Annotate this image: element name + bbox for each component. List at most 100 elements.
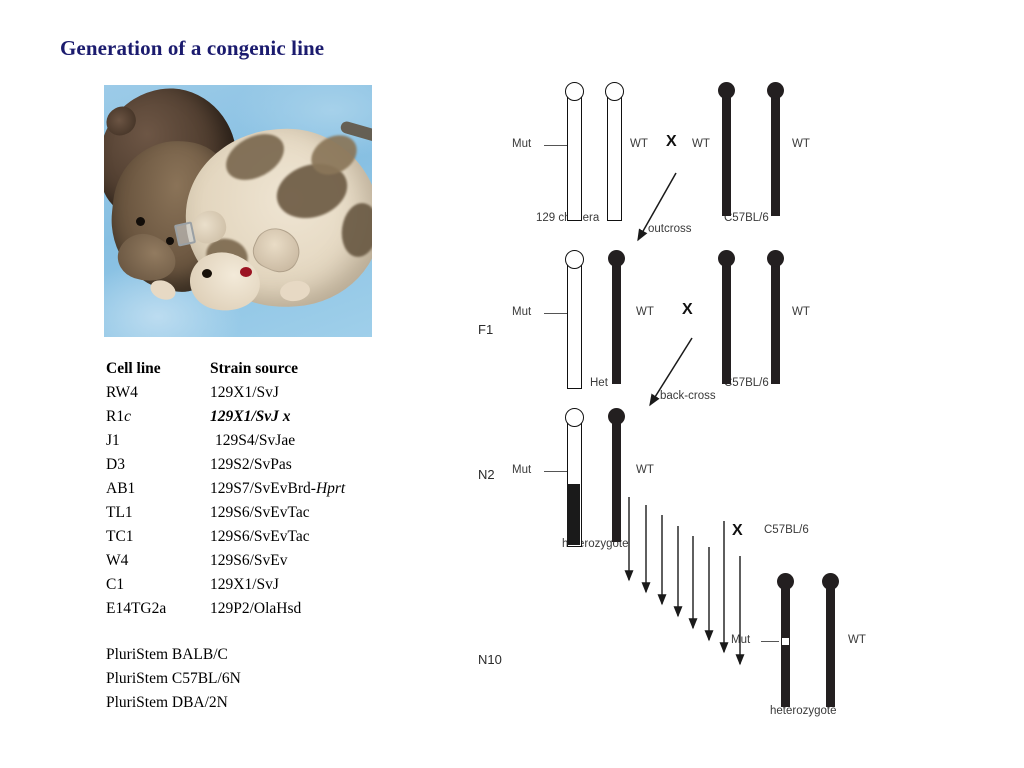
chromosome-arm — [826, 581, 835, 707]
chromosome-arm — [722, 90, 731, 216]
cell-line-value: TL1 — [106, 504, 133, 521]
cross-symbol: X — [682, 301, 693, 318]
allele-label-mut: Mut — [512, 464, 532, 476]
mut-locus-tick — [761, 641, 779, 642]
cell-line-value: AB1 — [106, 480, 136, 497]
chromosome-b6-segment — [567, 484, 580, 545]
table-row: C1 129X1/SvJ — [106, 576, 345, 600]
cell-line-value: W4 — [106, 552, 129, 569]
table-row: E14TG2a 129P2/OlaHsd — [106, 600, 345, 624]
cell-line-value: R1c — [106, 408, 131, 425]
strain-source-value: 129X1/SvJ x — [210, 408, 291, 425]
cell-line-value: RW4 — [106, 384, 138, 401]
list-item: PluriStem C57BL/6N — [106, 670, 241, 687]
mut-locus-marker — [782, 638, 789, 645]
outcross-label: outcross — [648, 223, 692, 235]
chromosome-centromere-icon — [822, 573, 839, 590]
agouti-mouse-eye — [136, 217, 145, 226]
chromosome-centromere-icon — [565, 82, 584, 101]
table-header-row: Cell line Strain source — [106, 360, 345, 384]
mut-locus-tick — [544, 471, 570, 472]
cross-symbol: X — [732, 522, 743, 539]
allele-label-wt: WT — [792, 138, 810, 150]
allele-label-mut: Mut — [731, 634, 751, 646]
group-label-c57bl6: C57BL/6 — [764, 524, 809, 536]
allele-label-wt: WT — [636, 464, 654, 476]
cell-line-table: Cell line Strain source RW4 129X1/SvJ R1… — [106, 360, 345, 624]
group-label-c57bl6: C57BL/6 — [724, 377, 769, 389]
backcross-label: back-cross — [660, 390, 716, 402]
table-row: TL1 129S6/SvEvTac — [106, 504, 345, 528]
cell-line-value: E14TG2a — [106, 600, 167, 617]
allele-label-wt: WT — [692, 138, 710, 150]
generation-label-n2: N2 — [478, 467, 495, 482]
group-label-het: Het — [590, 377, 608, 389]
mice-photograph — [104, 85, 372, 337]
table-row: R1c 129X1/SvJ x — [106, 408, 345, 432]
cell-line-value: TC1 — [106, 528, 134, 545]
list-item: PluriStem DBA/2N — [106, 694, 228, 711]
chromosome-arm — [612, 258, 621, 384]
chromosome-centromere-icon — [608, 408, 625, 425]
table-row: TC1 129S6/SvEvTac — [106, 528, 345, 552]
strain-source-value: 129S4/SvJae — [215, 432, 296, 449]
chromosome-arm — [567, 262, 582, 389]
allele-label-wt: WT — [636, 306, 654, 318]
cross-symbol: X — [666, 133, 677, 150]
chromosome-centromere-icon — [718, 250, 735, 267]
table-row: D3 129S2/SvPas — [106, 456, 345, 480]
chromosome-centromere-icon — [565, 250, 584, 269]
allele-label-wt: WT — [848, 634, 866, 646]
chromosome-centromere-icon — [565, 408, 584, 427]
chromosome-arm — [771, 90, 780, 216]
generation-label-n10: N10 — [478, 652, 502, 667]
agouti-mouse-eye-2 — [166, 237, 174, 245]
chromosome-centromere-icon — [718, 82, 735, 99]
chromosome-arm — [612, 416, 621, 542]
group-label-heterozygote: heterozygote — [770, 705, 837, 717]
chromosome-arm — [607, 94, 622, 221]
chromosome-arm — [567, 94, 582, 221]
chromosome-arm — [771, 258, 780, 384]
table-row: RW4 129X1/SvJ — [106, 384, 345, 408]
strain-source-value: 129X1/SvJ — [210, 384, 279, 401]
list-item: PluriStem BALB/C — [106, 646, 228, 663]
allele-label-mut: Mut — [512, 306, 532, 318]
cell-line-value: J1 — [106, 432, 120, 449]
column-header-strain-source: Strain source — [210, 360, 298, 377]
chromosome-arm — [722, 258, 731, 384]
strain-source-value: 129S6/SvEv — [210, 552, 288, 569]
page-title: Generation of a congenic line — [60, 36, 325, 60]
chromosome-centromere-icon — [767, 82, 784, 99]
strain-source-value: 129S6/SvEvTac — [210, 504, 310, 521]
strain-source-value: 129S6/SvEvTac — [210, 528, 310, 545]
allele-label-mut: Mut — [512, 138, 532, 150]
mut-locus-tick — [544, 313, 570, 314]
outcross-arrow-icon — [637, 172, 677, 242]
pluristem-line-list: PluriStem BALB/C PluriStem C57BL/6N Plur… — [106, 646, 241, 718]
table-row: W4 129S6/SvEv — [106, 552, 345, 576]
strain-source-value: 129S7/SvEvBrd-Hprt — [210, 480, 346, 497]
chimeric-mouse-eye-dark — [202, 269, 212, 278]
chromosome-centromere-icon — [605, 82, 624, 101]
chromosome-centromere-icon — [767, 250, 784, 267]
allele-label-wt: WT — [792, 306, 810, 318]
table-row: J1 129S4/SvJae — [106, 432, 345, 456]
strain-source-value: 129S2/SvPas — [210, 456, 292, 473]
repeated-backcross-arrows-icon — [624, 497, 745, 666]
chromosome-centromere-icon — [777, 573, 794, 590]
strain-source-value: 129X1/SvJ — [210, 576, 279, 593]
mut-locus-tick — [544, 145, 570, 146]
chromosome-centromere-icon — [608, 250, 625, 267]
cell-line-value: D3 — [106, 456, 125, 473]
cell-line-value: C1 — [106, 576, 125, 593]
congenic-breeding-diagram: Mut WT 129 chimera X WT WT C57BL/6 — [470, 60, 1016, 760]
chimeric-mouse-eye-red — [240, 267, 252, 277]
group-label-c57bl6: C57BL/6 — [724, 212, 769, 224]
column-header-cell-line: Cell line — [106, 360, 161, 377]
backcross-arrow-icon — [649, 337, 693, 407]
allele-label-wt: WT — [630, 138, 648, 150]
generation-label-f1: F1 — [478, 322, 494, 337]
strain-source-value: 129P2/OlaHsd — [210, 600, 302, 617]
